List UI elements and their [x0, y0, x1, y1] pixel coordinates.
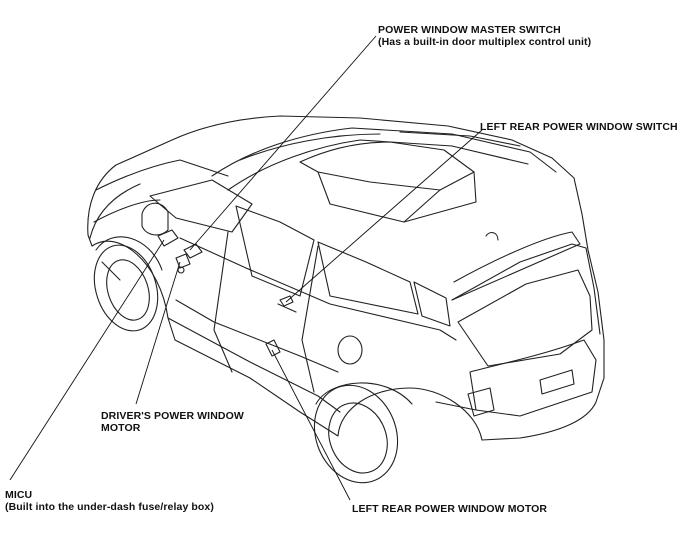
leader-line-left-rear-switch [285, 129, 483, 303]
leader-line-left-rear-motor [271, 349, 351, 501]
label-left-rear-power-window-switch-title: LEFT REAR POWER WINDOW SWITCH [480, 121, 678, 133]
label-micu: MICU (Built into the under-dash fuse/rel… [5, 489, 214, 513]
leader-line-micu [9, 239, 165, 481]
label-power-window-master-switch-title: POWER WINDOW MASTER SWITCH [378, 24, 561, 36]
label-power-window-master-switch: POWER WINDOW MASTER SWITCH (Has a built-… [378, 24, 591, 48]
leader-line-drivers-motor [135, 261, 181, 405]
label-left-rear-power-window-switch: LEFT REAR POWER WINDOW SWITCH [480, 121, 678, 133]
label-left-rear-power-window-motor-title: LEFT REAR POWER WINDOW MOTOR [352, 503, 548, 515]
label-micu-note: (Built into the under-dash fuse/relay bo… [5, 501, 214, 513]
label-drivers-power-window-motor: DRIVER'S POWER WINDOW MOTOR [101, 410, 244, 434]
label-drivers-power-window-motor-line2: MOTOR [101, 422, 141, 434]
vehicle-body-outline [87, 115, 605, 441]
label-left-rear-power-window-motor: LEFT REAR POWER WINDOW MOTOR [352, 503, 547, 515]
label-power-window-master-switch-note: (Has a built-in door multiplex control u… [378, 36, 592, 48]
front-wheel [93, 236, 163, 332]
rear-motor-component [265, 339, 281, 357]
leader-line-master-switch [189, 35, 377, 251]
label-drivers-power-window-motor-line1: DRIVER'S POWER WINDOW [101, 410, 244, 422]
master-switch-component [183, 243, 203, 259]
micu-fuse-box-component [157, 229, 179, 247]
rear-switch-component [277, 295, 297, 313]
label-micu-title: MICU [5, 489, 33, 501]
rear-wheel [313, 382, 413, 484]
drivers-motor-component [175, 253, 191, 274]
